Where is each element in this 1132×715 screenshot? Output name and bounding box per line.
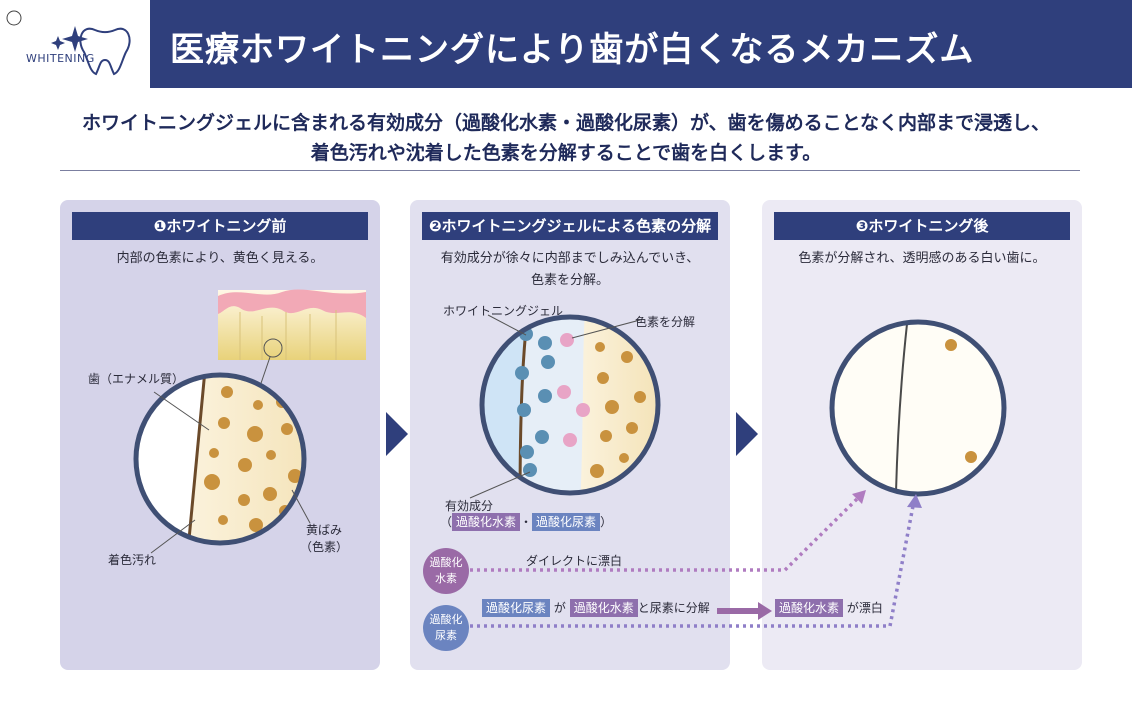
tooth-sparkle-icon [6,10,131,76]
badge-urea-line2: 尿素 [435,629,457,642]
intro-text: ホワイトニングジェルに含まれる有効成分（過酸化水素・過酸化尿素）が、歯を傷めるこ… [40,108,1092,168]
chip-h2o2-3: 過酸化水素 [775,599,844,617]
decompose-arrow [717,602,772,620]
intro-line-2: 着色汚れや沈着した色素を分解することで歯を白くします。 [310,142,822,164]
panel-desc-decomposition: 有効成分が徐々に内部までしみ込んでいき、 色素を分解。 [420,248,720,292]
label-pigment: （色素） [300,540,349,554]
paren-close: ） [600,515,613,529]
panel-desc-after: 色素が分解され、透明感のある白い歯に。 [798,251,1046,266]
divider [60,170,1080,171]
enamel-cross-section-before [133,372,311,554]
panel-title-decomposition: ❷ホワイトニングジェルによる色素の分解 [422,212,718,240]
panel-desc-line-2: 色素を分解。 [530,273,609,288]
page-title: 医療ホワイトニングにより歯が白くなるメカニズム [170,30,975,70]
enamel-cross-section-decomposition [469,314,661,499]
badge-h2o2-line2: 水素 [435,572,457,585]
label-direct-bleach: ダイレクトに漂白 [526,554,623,568]
label-bleach: が漂白 [846,601,883,615]
panel-desc-before: 内部の色素により、黄色く見える。 [116,251,324,266]
header-bar: WHITENING 医療ホワイトニングにより歯が白くなるメカニズム [0,0,1132,88]
chip-urea-peroxide: 過酸化尿素 [532,513,601,531]
step-arrow-1 [386,412,408,456]
label-decompose: 色素を分解 [635,315,696,329]
arrowhead-direct [852,490,866,504]
label-yellowing: 黄ばみ [306,523,343,537]
paren-open: （ [440,515,453,529]
badge-h2o2: 過酸化 水素 [423,548,469,594]
active-ingredient-chips: （過酸化水素・過酸化尿素） [440,513,612,531]
flow-urea-decompose: 過酸化尿素 が 過酸化水素と尿素に分解 [482,599,710,617]
panel-title-after: ❸ホワイトニング後 [774,212,1070,240]
chip-h2o2: 過酸化水素 [452,513,521,531]
step-arrow-2 [736,412,758,456]
intro-line-1: ホワイトニングジェルに含まれる有効成分（過酸化水素・過酸化尿素）が、歯を傷めるこ… [81,112,1051,134]
label-and-urea: と尿素に分解 [637,601,710,615]
teeth-illustration [218,289,366,393]
badge-h2o2-line1: 過酸化 [429,556,463,569]
panel-title-before: ❶ホワイトニング前 [72,212,368,240]
chip-h2o2-2: 過酸化水素 [569,599,638,617]
chip-urea-peroxide-2: 過酸化尿素 [482,599,551,617]
label-active-ingredient: 有効成分 [445,499,494,513]
arrowhead-urea [907,494,922,508]
label-stain: 着色汚れ [108,553,157,567]
badge-urea-peroxide: 過酸化 尿素 [423,605,469,651]
label-gel: ホワイトニングジェル [443,304,564,318]
whitening-logo: WHITENING [0,0,150,88]
flow-arrows [470,496,915,628]
label-enamel: 歯（エナメル質） [88,372,185,386]
logo-label: WHITENING [26,52,95,65]
paren-dot: ・ [520,515,533,529]
enamel-cross-section-after [829,319,1007,497]
flow-bleach: 過酸化水素 が漂白 [775,599,883,617]
badge-urea-line1: 過酸化 [429,613,463,626]
label-ga: が [553,601,566,615]
panel-desc-line-1: 有効成分が徐々に内部までしみ込んでいき、 [440,251,700,266]
